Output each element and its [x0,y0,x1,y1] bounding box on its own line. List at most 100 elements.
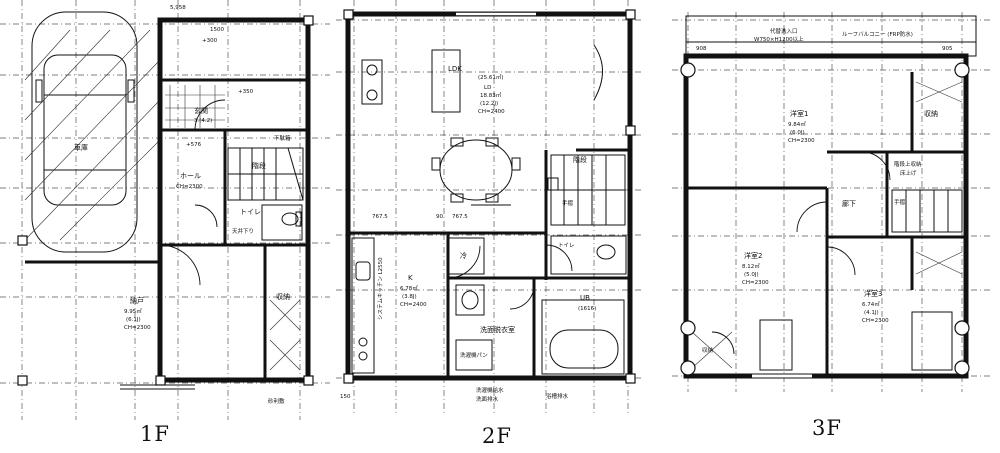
room-hall-3f: 廊下 [842,199,856,208]
entrance-tiles [165,85,225,128]
grid-lines-1f [0,0,330,420]
room-hall-1f: ホール [180,172,201,180]
room-bed1-area: 9.84㎡ [788,120,806,128]
room-handrail-2f: 手摺 [562,199,574,207]
room-bath-size: (1616) [578,306,596,312]
stairs-1f [227,147,304,201]
desk-bed3 [911,311,953,371]
closet-hatch-1f [269,299,301,371]
room-bed3-jo: (4.1J) [864,310,879,316]
room-kitchen: K [408,274,413,282]
plan-1f: 5,958 1500 +300 +350 +576 車庫 玄関 3.(4.2) … [0,0,330,420]
fridge-box-2f [447,237,485,275]
room-fridge: 冷 [460,251,467,260]
tv-board-2f [431,49,461,113]
bathtub-2f [541,299,625,375]
door-arc-1f-storage [159,244,201,286]
wall-1f-east [157,17,311,383]
room-stairs-1f: 階段 [252,161,266,170]
room-bed1: 洋室1 [790,109,808,118]
dim-1f-300: +300 [202,38,218,44]
dim-1f-350: +350 [238,89,254,95]
dim-2f-7675a: 767.5 [372,214,388,220]
floor-label-1f: 1F [140,422,170,446]
kitchen-counter-label: システムキッチン L2550 [377,257,384,320]
room-bed3: 洋室3 [864,289,882,298]
dim-1f-576: +576 [186,142,202,148]
grid-lines-3f [672,12,992,392]
room-bed2-area: 8.12㎡ [742,262,760,270]
desk-bed2 [759,319,793,371]
garage-hatch [24,29,161,241]
plan-2f: LDK (25.61㎡) LD 18.83㎡ (12.2J) CH=2400 階… [336,0,644,415]
room-kitchen-area: 6.78㎡ [400,284,418,292]
balcony-entry: 代替進入口 [770,27,798,35]
ceiling-note-1f: 天井下り [232,227,254,235]
floor-label-3f: 3F [812,416,842,440]
dim-3f-908: 908 [696,46,707,52]
room-bed2: 洋室2 [744,251,762,260]
roof-balcony [685,15,977,57]
room-handrail-3f: 手摺 [894,198,906,206]
room-shoes: 下駄箱 [274,134,291,142]
room-ldk: LDK [448,65,462,73]
door-arc-1f-toilet [194,204,218,228]
wall-2f-outer [345,11,633,381]
dim-2f-7675b: 767.5 [452,214,468,220]
kitchen-counter-2f [351,237,375,374]
plan-3f: 908 905 代替進入口 W750×H1200以上 ルーフバルコニー (FRP… [672,12,992,392]
room-attic: 階段上収納 [894,160,922,168]
dim-1f-1500: 1500 [210,27,224,33]
room-closet-3f-1: 収納 [924,109,938,118]
door-arc-1f-entrance [194,99,226,131]
room-bed3-area: 6.74㎡ [862,300,880,308]
room-storage-ch: CH=2300 [124,325,151,331]
room-bed2-ch: CH=2300 [742,280,769,286]
room-closet-1f: 収納 [276,292,290,301]
room-entrance: 玄関 [194,106,208,115]
stairs-3f [891,189,963,233]
closet-hatch-3f [691,81,963,369]
note-drain-2: 洗面排水 [476,395,499,403]
roof-note: ルーフバルコニー (FRP防水) [842,30,913,38]
room-entrance-area: 3.(4.2) [194,118,212,124]
room-bed1-jo: (6.0J) [790,130,805,136]
room-stairs-2f: 階段 [573,155,587,164]
room-closet-3f-3: 収納 [702,346,714,354]
decor-arc-2f [593,44,603,101]
toilet-1f [261,204,303,241]
car-outline [31,11,138,253]
note-drain-1: 洗濯機給水 [476,386,504,394]
dim-2f-90: 90 [436,214,443,220]
room-attic-note: 床上げ [900,169,917,177]
room-hall-ch: CH=2300 [176,184,203,190]
room-storage: 納戸 [130,296,144,305]
balcony-size: W750×H1200以上 [754,35,804,43]
room-storage-area: 9.95㎡ [124,307,142,315]
room-toilet-2f: トイレ [558,243,575,249]
dining-table-2f [431,137,521,203]
room-storage-jo: (6.1J) [126,317,141,323]
dim-3f-905: 905 [942,46,953,52]
toilet-2f [550,235,627,275]
room-ld-ch: CH=2400 [478,109,505,115]
laundry-pan: 洗濯機パン [460,351,488,359]
note-drain-3: 浴槽排水 [546,392,569,400]
room-ldk-area: (25.61㎡) [478,73,504,81]
note-2f-150: 150 [340,394,351,400]
room-ld: LD [484,85,491,91]
sofa-2f [361,59,383,105]
vanity-2f [455,284,493,371]
room-toilet-1f: トイレ [240,208,261,216]
room-bath: UB [580,294,590,302]
stairs-2f [547,154,626,226]
room-bed1-ch: CH=2300 [788,138,815,144]
room-ld-jo: (12.2J) [480,101,498,107]
room-kitchen-jo: (3.8J) [402,294,417,300]
floor-label-2f: 2F [482,424,512,448]
note-gravel: 砂利敷 [268,397,285,405]
room-garage: 車庫 [74,143,88,152]
room-bed2-jo: (5.0J) [744,272,759,278]
room-washroom: 洗面脱衣室 [480,325,515,334]
